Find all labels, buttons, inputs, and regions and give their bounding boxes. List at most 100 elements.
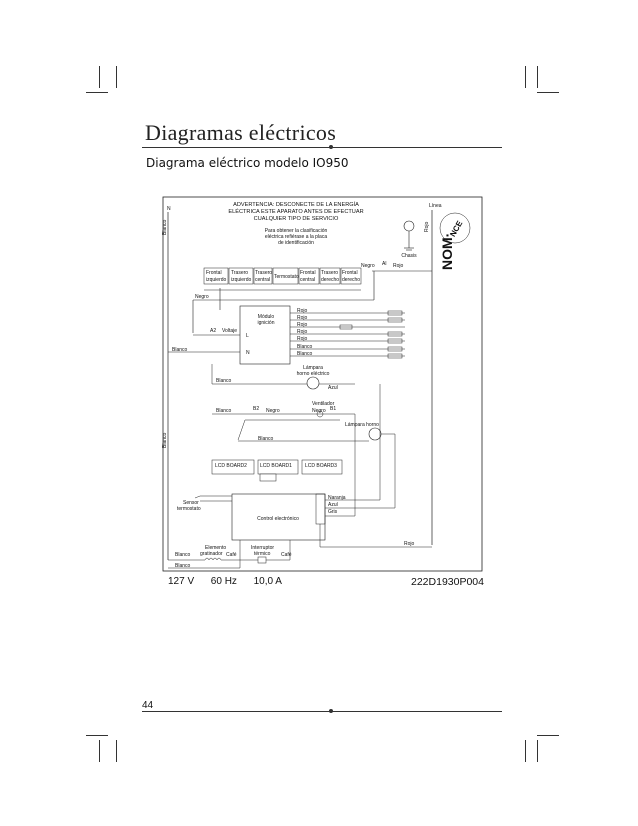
burner-label: Termostato [274, 274, 299, 280]
burner-label: derecho [342, 277, 360, 283]
spark-electrode-icon [387, 346, 403, 352]
wire-label: Rojo [297, 322, 308, 328]
burner-switch [298, 267, 320, 285]
nom-text: NOM· [439, 233, 455, 270]
spark-electrode-icon [387, 338, 403, 344]
negro-label: Negro [195, 294, 209, 300]
l-terminal-label: L [246, 333, 249, 339]
title-rule [142, 147, 502, 148]
b1-label: B1 [330, 406, 336, 412]
crop-mark [99, 66, 100, 88]
blanco-label: Blanco [258, 436, 274, 442]
spark-electrode-icon [339, 324, 353, 330]
burner-switch [340, 267, 362, 285]
burner-label: izquierdo [231, 277, 252, 283]
burner-switch-row: Frontal izquierdo Trasero izquierdo Tras… [203, 267, 362, 310]
warning-line-3: CUALQUIER TIPO DE SERVICIO [254, 216, 339, 222]
azul-label: Azul [328, 502, 338, 508]
spark-electrode-icon [387, 310, 403, 316]
burner-switch [228, 267, 254, 285]
footer-rule [142, 711, 502, 712]
sensor-label: termostato [177, 506, 201, 512]
blanco-label: Blanco [175, 552, 191, 558]
elemento-label: Elemento [205, 545, 226, 551]
rojo-vertical-label: Rojo [424, 221, 430, 232]
wire-label: Rojo [297, 315, 308, 321]
control-label: Control electrónico [257, 516, 299, 522]
wire-label: Rojo [297, 308, 308, 314]
lcd-board [257, 459, 299, 475]
wire-label: Blanco [297, 344, 313, 350]
lcd-board [301, 459, 343, 475]
thermostat-switch [272, 267, 299, 285]
module-output-wires: Rojo Rojo Rojo Rojo Rojo Blanco Blanco [290, 308, 405, 359]
burner-label: izquierdo [206, 277, 227, 283]
modulo-label: Módulo [258, 314, 275, 320]
warning-line-2: ELÉCTRICA ESTE APARATO ANTES DE EFECTUAR [228, 208, 363, 215]
a2-label: A2 [210, 328, 216, 334]
wire-label: Rojo [297, 329, 308, 335]
oven-lamp-icon [306, 376, 320, 390]
page-number: 44 [142, 700, 154, 711]
ground-terminal-icon [403, 220, 415, 232]
wire-label: Blanco [297, 351, 313, 357]
lcd-board [211, 459, 255, 475]
electrical-spec: 127 V 60 Hz 10,0 A [168, 576, 282, 587]
burner-switch [203, 267, 229, 285]
b2-label: B2 [253, 406, 259, 412]
spark-electrode-icon [387, 353, 403, 359]
voltaje-label: Voltaje [222, 328, 237, 334]
diagram-code: 222D1930P004 [411, 576, 484, 588]
burner-label: derecho [321, 277, 339, 283]
burner-label: Trasero [231, 270, 248, 276]
blanco-label: Blanco [175, 563, 191, 569]
azul-label: Azul [328, 385, 338, 391]
crop-mark [99, 740, 100, 762]
ventilador-label: Ventilador [312, 401, 335, 407]
blanco-label: Blanco [172, 347, 188, 353]
diagram-subtitle: Diagrama eléctrico modelo IO950 [146, 156, 349, 170]
thermal-switch-icon [257, 556, 267, 564]
blanco-vertical-label: Blanco [162, 219, 168, 235]
crop-mark [525, 66, 526, 88]
n-terminal-label: N [246, 350, 250, 356]
warning-line-1: ADVERTENCIA: DESCONECTE DE LA ENERGÍA [233, 201, 359, 208]
negro-top-label: Negro [361, 263, 375, 269]
cafe-label: Café [226, 552, 237, 558]
burner-switch [253, 267, 273, 285]
naranja-label: Naranja [328, 495, 346, 501]
burner-label: Frontal [300, 270, 316, 276]
blanco-vertical-label-2: Blanco [162, 432, 168, 448]
lcd-label: LCD BOARD2 [215, 463, 247, 469]
burner-label: Trasero [255, 270, 272, 276]
note-line-1: Para obtener la clasificación [265, 228, 328, 234]
blanco-label: Blanco [216, 378, 232, 384]
nce-text: NCE [448, 219, 465, 239]
burner-label: Trasero [321, 270, 338, 276]
crop-mark [86, 735, 108, 736]
note-line-2: eléctrica refiérase a la placa [265, 234, 327, 240]
lcd-label: LCD BOARD3 [305, 463, 337, 469]
crop-mark [537, 92, 559, 93]
lampara-horno-label: Lámpara horno [345, 422, 379, 428]
lampara-label: Lámpara [303, 365, 323, 371]
cafe-label: Café [281, 552, 292, 558]
chasis-label: Chasis [401, 253, 417, 259]
control-terminal-block [315, 493, 326, 525]
linea-label: Línea [429, 203, 442, 209]
connector-icon [259, 473, 277, 482]
burner-label: Frontal [342, 270, 358, 276]
negro-label: Negro [266, 408, 280, 414]
burner-switch [319, 267, 341, 285]
diagram-border [162, 196, 483, 572]
crop-mark [116, 740, 117, 762]
note-line-3: de identificación [278, 240, 314, 246]
crop-mark [537, 740, 538, 762]
fan-icon [316, 410, 324, 418]
burner-label: Frontal [206, 270, 222, 276]
spark-electrode-icon [387, 331, 403, 337]
sensor-label: Sensor [183, 500, 199, 506]
nom-logo: NOM· [439, 233, 455, 270]
elemento-label: gratinador [200, 551, 223, 557]
